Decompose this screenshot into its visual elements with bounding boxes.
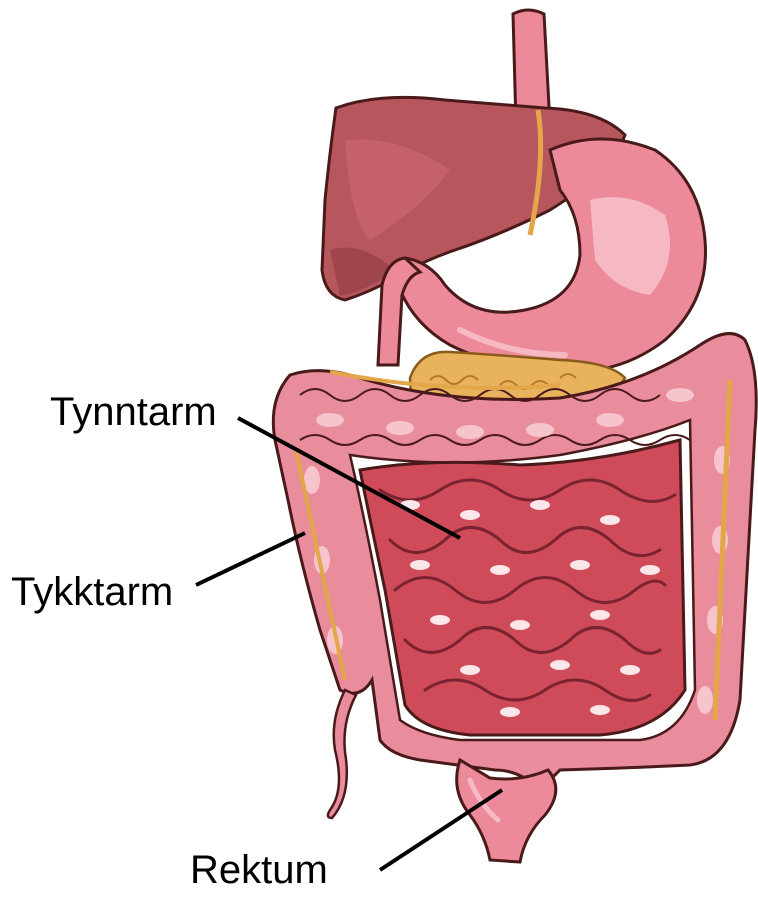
large-intestine-pointer xyxy=(196,533,305,585)
small-intestine xyxy=(360,440,685,735)
appendix xyxy=(328,690,356,818)
label-small-intestine: Tynntarm xyxy=(50,392,217,432)
label-large-intestine: Tykktarm xyxy=(11,572,173,612)
label-rectum: Rektum xyxy=(190,850,328,890)
